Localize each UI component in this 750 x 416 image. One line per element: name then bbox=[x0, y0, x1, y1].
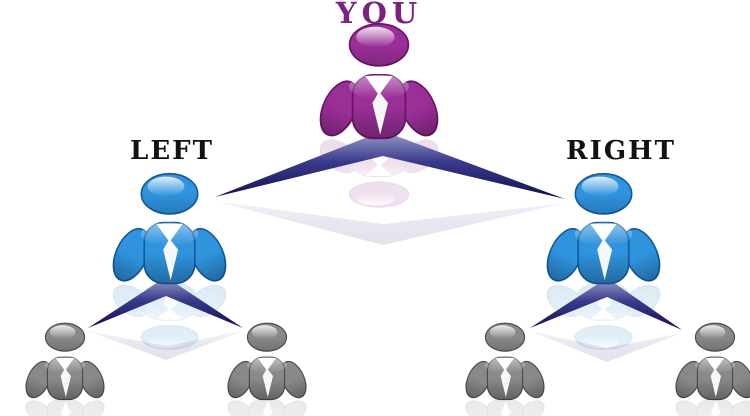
node-label-right: RIGHT bbox=[566, 136, 676, 166]
person-downline-3-reflection bbox=[460, 398, 550, 416]
person-you bbox=[312, 23, 446, 142]
edge-left-to-downline-reflection bbox=[88, 331, 243, 360]
node-label-left: LEFT bbox=[130, 136, 214, 166]
edge-right-to-downline-reflection bbox=[530, 331, 682, 362]
edge-you-to-legs bbox=[215, 131, 565, 199]
person-right-leg bbox=[540, 173, 667, 287]
edge-you-to-legs-reflection bbox=[215, 201, 565, 245]
person-downline-1 bbox=[20, 323, 110, 402]
person-downline-2-reflection bbox=[222, 398, 312, 416]
person-downline-2 bbox=[222, 323, 312, 402]
person-downline-1-reflection bbox=[20, 398, 110, 416]
edge-left-to-downline bbox=[88, 277, 243, 328]
person-left-leg bbox=[106, 173, 233, 287]
edge-right-to-downline bbox=[530, 278, 682, 330]
person-downline-4-reflection bbox=[670, 398, 750, 416]
node-label-you: YOU bbox=[335, 0, 423, 30]
person-downline-4 bbox=[670, 323, 750, 402]
person-downline-3 bbox=[460, 323, 550, 402]
